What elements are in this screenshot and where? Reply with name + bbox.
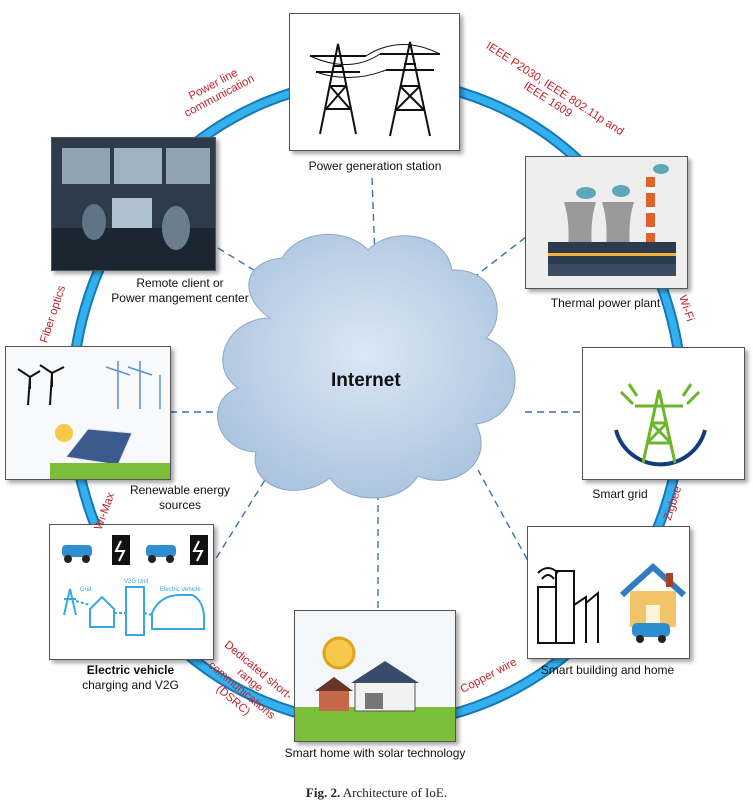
remote-client-label-line2: Power mangement center <box>111 291 249 305</box>
smart-grid-icon <box>595 376 719 472</box>
renewable-energy-label: Renewable energy sources <box>110 483 250 513</box>
smart-building-label: Smart building and home <box>540 663 675 677</box>
ev-charging-label-line2: charging and V2G <box>82 678 179 692</box>
control-room-icon <box>52 138 215 270</box>
remote-client-label-line1: Remote client or <box>136 276 224 290</box>
ev-charging-icon: Grid V2G Unit Electric Vehicle <box>62 535 208 636</box>
transmission-tower-icon <box>309 41 441 137</box>
ev-v2g-unit-text: V2G Unit <box>124 579 149 585</box>
smart-building-icon <box>537 562 687 644</box>
remote-client-label: Remote client or Power mangement center <box>90 276 270 306</box>
smart-home-solar-image <box>294 610 456 742</box>
thermal-plant-image <box>525 156 688 289</box>
ev-grid-text: Grid <box>80 587 91 593</box>
ev-charging-image: Grid V2G Unit Electric Vehicle <box>49 524 214 660</box>
smart-home-solar-label: Smart home with solar technology <box>284 746 466 760</box>
ev-charging-label: Electric vehicle charging and V2G <box>49 663 212 693</box>
smart-grid-image <box>582 347 745 480</box>
figure-caption: Fig. 2. Architecture of IoE. <box>0 785 753 801</box>
figure-number: Fig. 2. <box>305 785 341 800</box>
thermal-plant-label: Thermal power plant <box>550 296 661 310</box>
internet-label: Internet <box>331 370 401 391</box>
figure-caption-text: Architecture of IoE. <box>342 785 448 800</box>
smart-building-image <box>527 526 690 659</box>
remote-client-image <box>51 137 216 271</box>
smart-grid-label: Smart grid <box>592 487 648 501</box>
renewable-energy-icon <box>6 347 170 479</box>
power-plant-icon <box>526 157 687 288</box>
solar-house-icon <box>295 611 455 741</box>
power-generation-image <box>289 13 460 151</box>
ev-charging-label-line1: Electric vehicle <box>86 663 175 677</box>
power-generation-label: Power generation station <box>308 159 442 173</box>
internet-cloud <box>217 233 516 499</box>
renewable-energy-label-line2: sources <box>158 498 202 512</box>
renewable-energy-image <box>5 346 171 480</box>
ev-vehicle-text: Electric Vehicle <box>160 587 201 593</box>
renewable-energy-label-line1: Renewable energy <box>129 483 231 497</box>
